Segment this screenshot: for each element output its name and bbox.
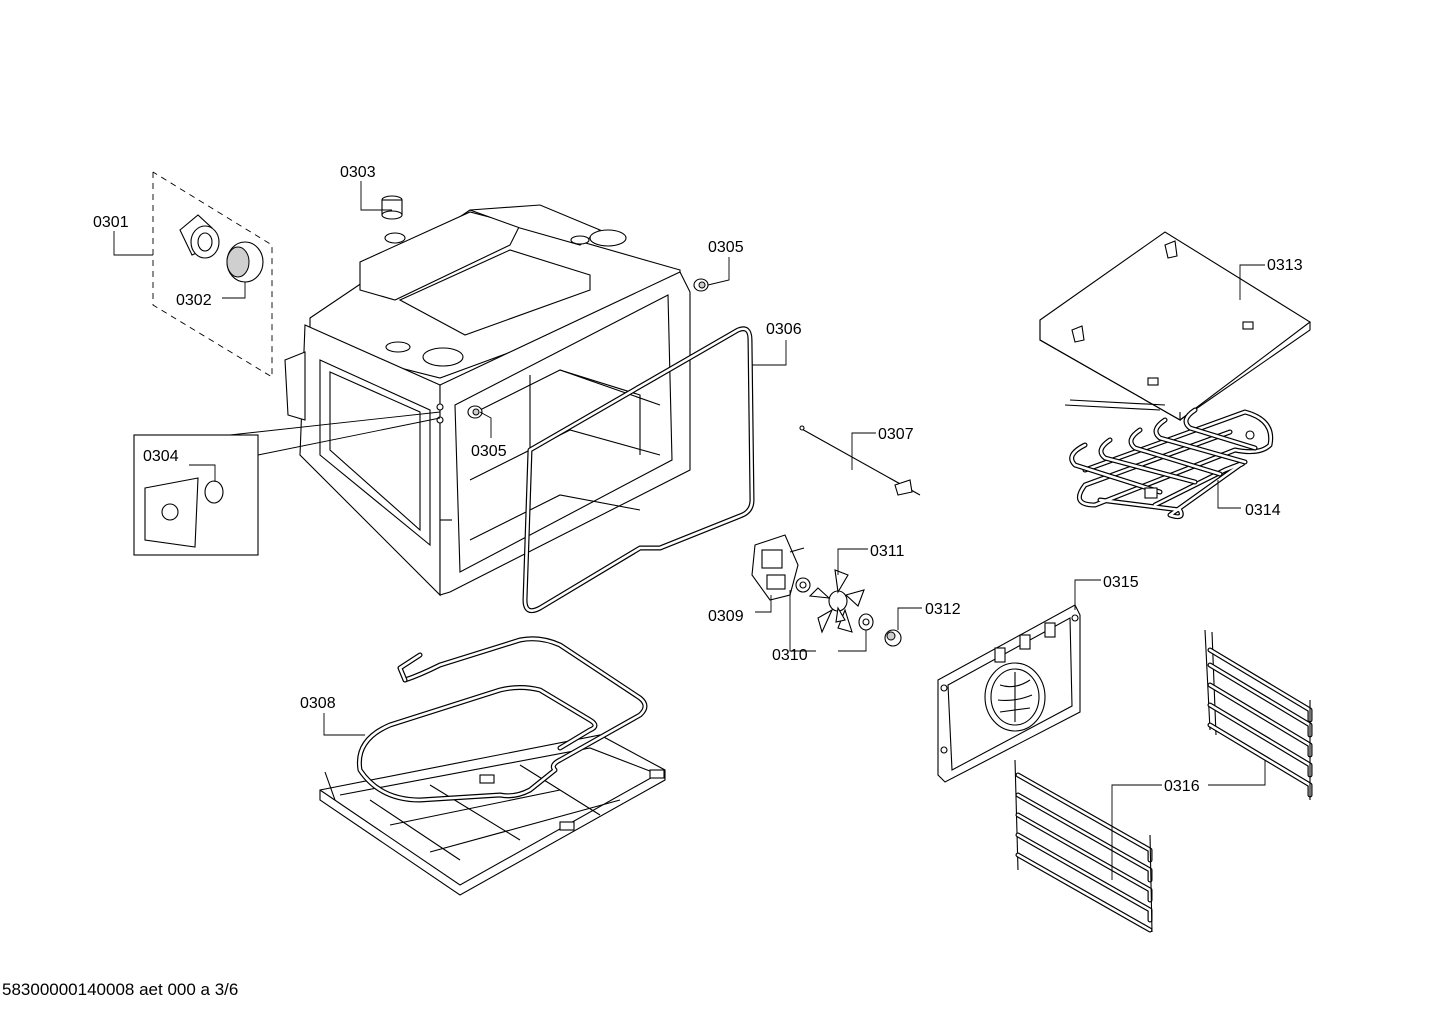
label-0306: 0306 (766, 321, 802, 338)
label-0301: 0301 (93, 214, 129, 231)
label-0314: 0314 (1245, 502, 1281, 519)
bottom-heating-element-and-tray (319, 636, 666, 896)
label-0311: 0311 (870, 543, 905, 560)
leader-lines (113, 181, 1266, 880)
side-rack-left (1014, 759, 1153, 933)
fan-cap-nut (884, 629, 902, 647)
washer-right (858, 613, 874, 631)
label-0302: 0302 (176, 292, 212, 309)
drawing-reference-footer: 58300000140008 aet 000 a 3/6 (2, 980, 239, 999)
lamp-assembly-group (152, 171, 273, 378)
callout-labels: 0301 0302 0303 0304 0305 0305 0306 0307 … (93, 164, 1303, 795)
label-0307: 0307 (878, 426, 914, 443)
lamp-socket (179, 214, 220, 259)
label-0316: 0316 (1164, 778, 1200, 795)
nut-lower (467, 405, 483, 419)
nut-upper (693, 278, 709, 292)
fan-impeller (808, 569, 865, 634)
fan-motor (751, 534, 805, 601)
detail-inset-box (133, 411, 441, 556)
label-0305-lower: 0305 (471, 443, 507, 460)
label-0305-upper: 0305 (708, 239, 744, 256)
washer-left (795, 577, 811, 593)
lamp-glass-cover (226, 241, 264, 283)
fan-cover-plate (937, 604, 1081, 783)
label-0315: 0315 (1103, 574, 1139, 591)
side-rack-right (1204, 629, 1313, 800)
label-0313: 0313 (1267, 257, 1303, 274)
grill-heating-element (1064, 399, 1274, 520)
label-0303: 0303 (340, 164, 376, 181)
temperature-probe-rod (799, 425, 921, 496)
temperature-sensor-top (381, 195, 403, 220)
label-0304: 0304 (143, 448, 179, 465)
label-0308: 0308 (300, 695, 336, 712)
door-seal-gasket (522, 326, 755, 614)
label-0310: 0310 (772, 647, 808, 664)
label-0309: 0309 (708, 608, 744, 625)
grill-heater-cover-plate (1039, 231, 1311, 421)
label-0312: 0312 (925, 601, 961, 618)
oven-cavity (284, 204, 691, 597)
